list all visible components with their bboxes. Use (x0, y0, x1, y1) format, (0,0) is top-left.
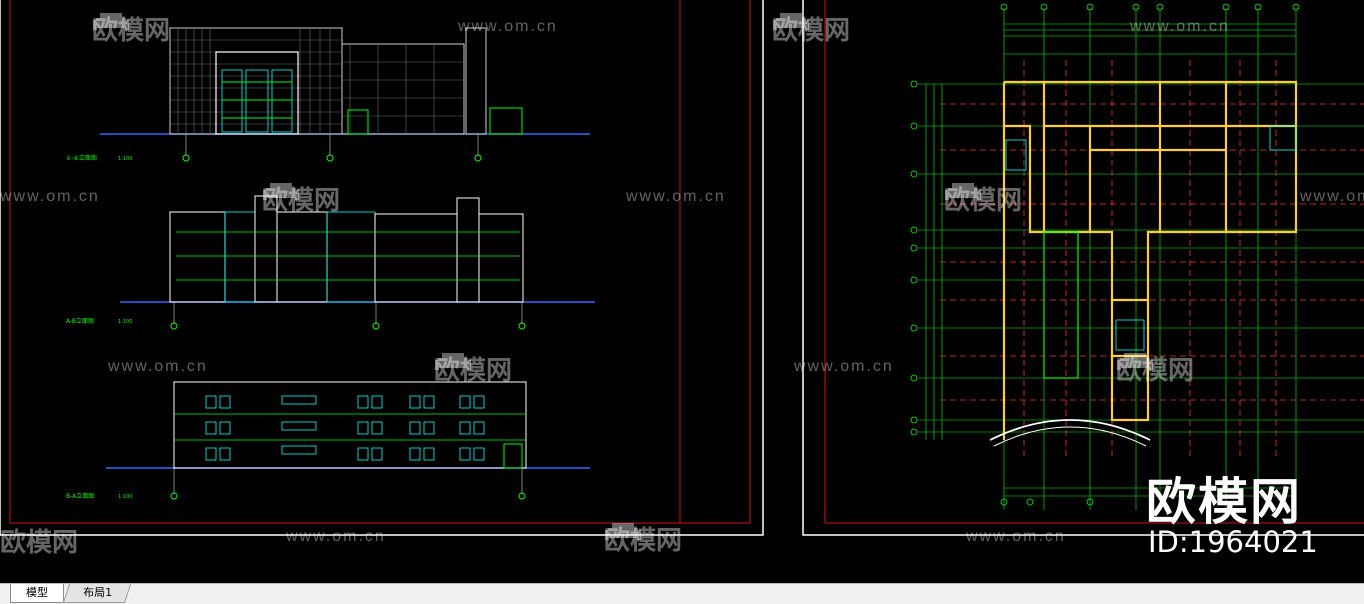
watermark-text: www.om.cn (0, 188, 100, 205)
elevation-3-label: B-A立面图 (66, 492, 94, 500)
elevation-2-scale: 1:100 (118, 319, 132, 325)
elevation-1-scale: 1:100 (118, 156, 132, 162)
tab-model[interactable]: 模型 (10, 584, 64, 603)
sofa-icon (435, 353, 471, 370)
watermark-text: www.om.cn (458, 18, 558, 35)
watermark-text: www.om.cn (966, 528, 1066, 545)
watermark-logo: 欧模网 (0, 528, 79, 558)
elevation-1-label: ①-⑥立面图 (66, 154, 97, 162)
elevation-2 (120, 195, 595, 330)
watermark-logo: 欧模网 (604, 520, 682, 557)
elevation-2-label: A-B立面图 (66, 317, 94, 325)
watermark-logo: 欧模网 (92, 10, 170, 47)
sofa-icon (945, 183, 981, 200)
brand-logo-text: 欧模网 (1146, 473, 1302, 531)
watermark-logo: 欧模网 (772, 10, 850, 47)
sofa-icon (773, 13, 809, 30)
watermark-logo: 欧模网 (944, 180, 1022, 217)
floor-plan (910, 3, 1364, 510)
cad-model-space[interactable]: ①-⑥立面图 1:100 A-B立面图 1:100 (0, 0, 1364, 583)
sheet-border-right (824, 0, 1364, 524)
watermark-text: www.om.cn (626, 188, 726, 205)
tab-layout1[interactable]: 布局1 (62, 584, 132, 603)
watermark-logo: 欧模网 (434, 350, 512, 387)
tab-layout1-label: 布局1 (82, 586, 112, 599)
sofa-icon (93, 13, 129, 30)
brand-id: ID:1964021 (1148, 525, 1318, 559)
sheet-frame-right (802, 0, 1364, 536)
sheet-border-left (9, 0, 681, 524)
cad-drawing-canvas[interactable]: ①-⑥立面图 1:100 A-B立面图 1:100 (0, 0, 1364, 583)
layout-tab-bar: 模型 布局1 (0, 583, 1364, 604)
sheet-frame-left (0, 0, 764, 536)
watermark-text: www.om.cn (108, 358, 208, 375)
watermark-text: www.om.cn (286, 528, 386, 545)
sofa-icon (605, 523, 641, 540)
watermark-text: www.om.cn (1300, 188, 1364, 205)
elevation-3 (106, 381, 590, 500)
watermark-text: www.om.cn (1130, 18, 1230, 35)
sofa-icon (263, 183, 299, 200)
elevation-3-scale: 1:100 (118, 494, 132, 500)
watermark-text: www.om.cn (794, 358, 894, 375)
watermark-logo: 欧模网 (262, 180, 340, 217)
sofa-icon (1117, 353, 1153, 370)
elevation-1 (100, 27, 590, 162)
watermark-logo: 欧模网 (1116, 350, 1194, 387)
